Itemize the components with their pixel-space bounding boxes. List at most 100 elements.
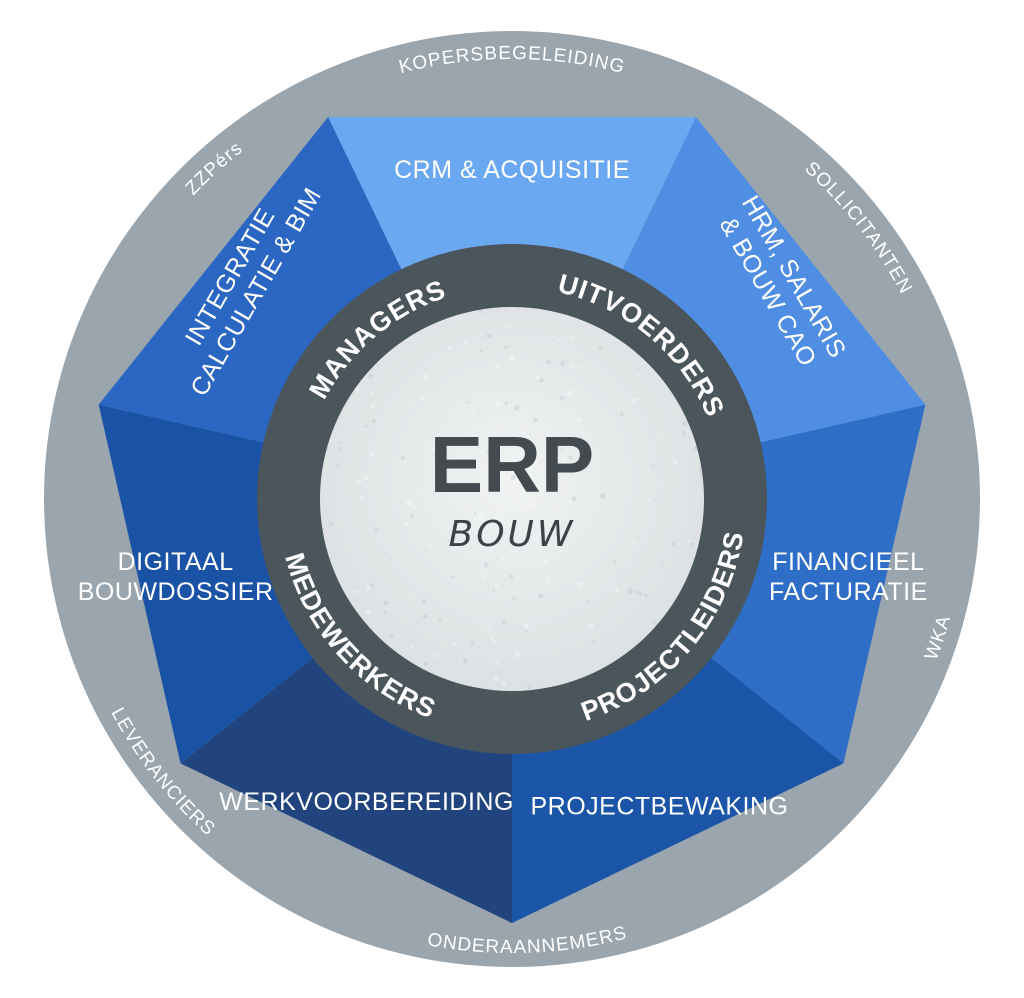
texture-speck bbox=[496, 401, 501, 406]
texture-speck bbox=[624, 572, 627, 574]
texture-speck bbox=[600, 367, 603, 370]
texture-speck bbox=[512, 596, 516, 601]
texture-speck bbox=[492, 516, 498, 523]
texture-speck bbox=[423, 662, 428, 667]
texture-speck bbox=[395, 508, 399, 511]
texture-speck bbox=[600, 494, 603, 498]
texture-speck bbox=[553, 453, 556, 456]
texture-speck bbox=[530, 502, 536, 508]
texture-speck bbox=[432, 385, 435, 387]
texture-speck bbox=[414, 595, 416, 598]
texture-speck bbox=[531, 315, 535, 318]
texture-speck bbox=[498, 510, 504, 515]
texture-speck bbox=[696, 483, 698, 485]
texture-speck bbox=[484, 332, 486, 334]
texture-speck bbox=[422, 613, 428, 619]
texture-speck bbox=[378, 535, 381, 538]
texture-speck bbox=[524, 629, 528, 633]
texture-speck bbox=[504, 345, 508, 349]
texture-speck bbox=[366, 584, 372, 590]
texture-speck bbox=[546, 360, 551, 365]
segment-crm-acquisitie[interactable] bbox=[328, 116, 696, 272]
texture-speck bbox=[445, 502, 447, 504]
texture-speck bbox=[589, 512, 592, 514]
texture-speck bbox=[406, 499, 412, 506]
texture-speck bbox=[352, 590, 358, 595]
texture-speck bbox=[554, 471, 558, 475]
texture-speck bbox=[570, 334, 575, 339]
texture-speck bbox=[592, 640, 596, 644]
texture-speck bbox=[487, 450, 491, 454]
texture-speck bbox=[338, 440, 341, 444]
texture-speck bbox=[508, 574, 514, 580]
texture-speck bbox=[568, 455, 573, 460]
texture-speck bbox=[493, 675, 499, 681]
texture-speck bbox=[410, 644, 414, 649]
texture-speck bbox=[510, 475, 516, 480]
texture-speck bbox=[560, 456, 566, 462]
texture-speck bbox=[470, 640, 475, 645]
texture-speck bbox=[454, 440, 456, 443]
texture-speck bbox=[557, 361, 559, 363]
texture-speck bbox=[539, 378, 544, 383]
texture-speck bbox=[452, 642, 457, 648]
texture-speck bbox=[359, 496, 363, 500]
texture-speck bbox=[425, 530, 427, 533]
texture-speck bbox=[486, 627, 491, 631]
texture-speck bbox=[501, 619, 506, 624]
texture-speck bbox=[482, 573, 488, 579]
texture-speck bbox=[660, 563, 664, 567]
texture-speck bbox=[571, 641, 574, 644]
texture-speck bbox=[651, 464, 655, 468]
texture-speck bbox=[498, 474, 502, 478]
texture-speck bbox=[588, 622, 594, 629]
center-disc bbox=[320, 307, 704, 691]
texture-speck bbox=[635, 590, 639, 595]
texture-speck bbox=[383, 610, 388, 615]
texture-speck bbox=[560, 448, 564, 451]
texture-speck bbox=[559, 395, 565, 401]
texture-speck bbox=[478, 309, 483, 314]
texture-speck bbox=[532, 523, 535, 526]
texture-speck bbox=[364, 378, 367, 382]
texture-speck bbox=[519, 392, 521, 394]
texture-speck bbox=[389, 558, 392, 561]
texture-speck bbox=[457, 402, 460, 405]
texture-speck bbox=[509, 355, 515, 361]
texture-speck bbox=[448, 345, 453, 350]
texture-speck bbox=[571, 496, 577, 502]
texture-speck bbox=[533, 418, 538, 423]
texture-speck bbox=[646, 498, 652, 504]
texture-speck bbox=[514, 651, 520, 658]
texture-speck bbox=[424, 441, 428, 444]
texture-speck bbox=[632, 397, 638, 404]
texture-speck bbox=[431, 353, 434, 356]
texture-speck bbox=[404, 440, 407, 443]
texture-speck bbox=[628, 588, 634, 594]
texture-speck bbox=[320, 492, 322, 496]
texture-speck bbox=[566, 666, 568, 669]
texture-speck bbox=[524, 412, 528, 416]
texture-speck bbox=[685, 430, 689, 434]
texture-speck bbox=[483, 561, 489, 568]
texture-speck bbox=[363, 474, 370, 481]
texture-speck bbox=[405, 522, 409, 527]
texture-speck bbox=[383, 600, 388, 605]
module-label: WERKVOORBEREIDING bbox=[219, 788, 514, 816]
texture-speck bbox=[613, 560, 617, 564]
texture-speck bbox=[688, 539, 691, 543]
texture-speck bbox=[545, 463, 548, 466]
texture-speck bbox=[478, 516, 484, 521]
texture-speck bbox=[504, 401, 508, 405]
texture-speck bbox=[662, 524, 665, 527]
texture-speck bbox=[535, 374, 540, 380]
texture-speck bbox=[601, 664, 603, 666]
texture-speck bbox=[682, 421, 687, 427]
texture-speck bbox=[506, 462, 510, 466]
texture-speck bbox=[557, 403, 561, 407]
texture-speck bbox=[354, 386, 360, 391]
texture-speck bbox=[566, 390, 573, 396]
texture-speck bbox=[687, 503, 690, 506]
texture-speck bbox=[549, 459, 554, 464]
texture-speck bbox=[493, 640, 498, 644]
